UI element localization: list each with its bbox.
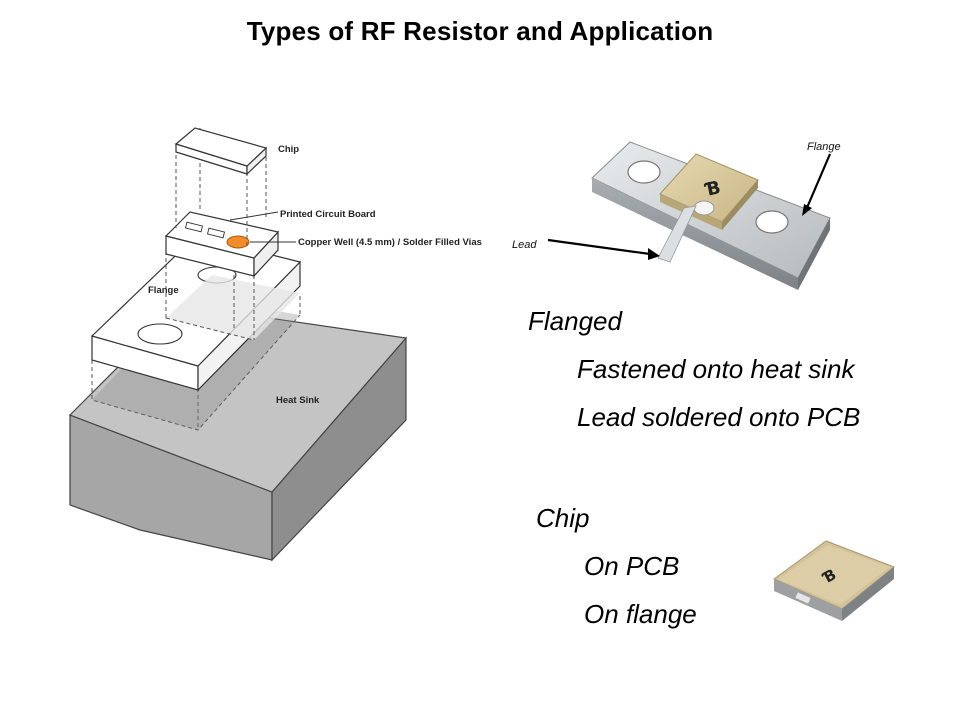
flange-label: Flange xyxy=(148,285,179,296)
lead-callout: Lead xyxy=(512,239,537,251)
pcb-projection xyxy=(165,244,255,341)
assembly-diagram: Chip Printed Circuit Board Copper Well (… xyxy=(68,127,482,562)
flanged-resistor-photo: Ɓ Flange Lead xyxy=(512,141,841,290)
printed-circuit-board xyxy=(164,211,280,278)
bullet-flanged: Flanged xyxy=(528,306,622,336)
flange-projection xyxy=(91,296,301,431)
chip-resistor-photo: Ɓ xyxy=(773,540,895,621)
bullet-chip-flange: On flange xyxy=(584,599,697,629)
svg-text:Ɓ: Ɓ xyxy=(702,177,723,201)
copper-well-label: Copper Well (4.5 mm) / Solder Filled Via… xyxy=(298,237,482,248)
chip-label: Chip xyxy=(278,144,299,155)
slide-title: Types of RF Resistor and Application xyxy=(246,16,714,46)
flange-callout: Flange xyxy=(807,141,841,153)
bullet-chip-pcb: On PCB xyxy=(584,551,680,581)
bullet-flanged-heat-sink: Fastened onto heat sink xyxy=(577,354,855,384)
pcb-footprint xyxy=(166,275,300,340)
pcb-label: Printed Circuit Board xyxy=(280,209,376,220)
bullet-flanged-pcb: Lead soldered onto PCB xyxy=(577,402,861,432)
heat-sink-label: Heat Sink xyxy=(276,395,320,406)
copper-well xyxy=(226,235,250,249)
chip-die xyxy=(174,127,268,176)
bullet-chip: Chip xyxy=(536,503,590,533)
